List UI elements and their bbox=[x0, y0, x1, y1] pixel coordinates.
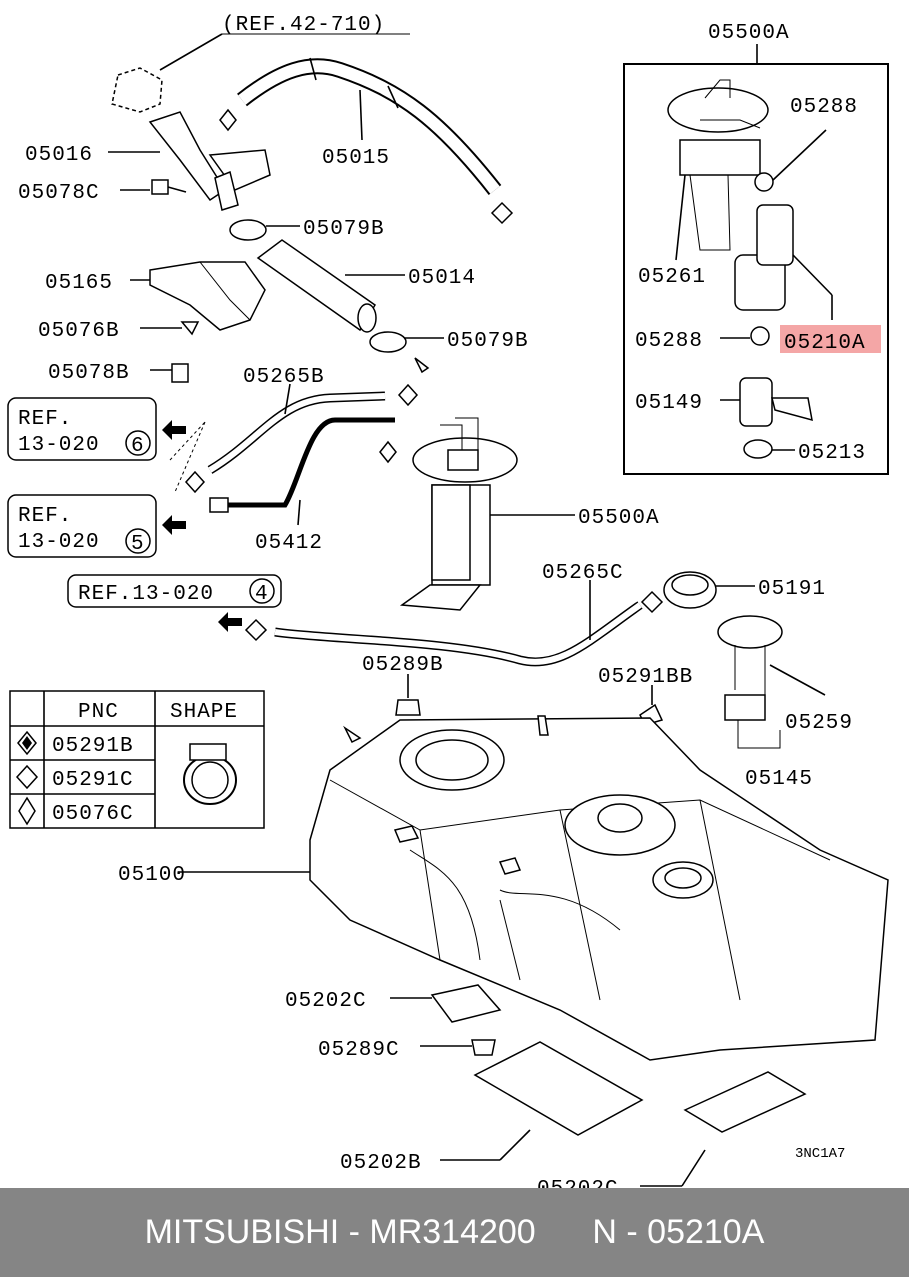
footer-ref: N - 05210A bbox=[592, 1213, 765, 1251]
part-label-05145[interactable]: 05145 bbox=[745, 768, 813, 791]
diamond-marker-icon bbox=[184, 470, 206, 494]
grommet-05289C-icon bbox=[471, 1039, 496, 1056]
ref5-line2: 13-020 bbox=[18, 531, 100, 554]
direction-arrow-icon bbox=[414, 357, 430, 374]
ref-box-4[interactable] bbox=[67, 574, 282, 608]
legend-pnc-row3: 05076C bbox=[52, 803, 134, 826]
part-label-05079B-top[interactable]: 05079B bbox=[303, 218, 385, 241]
part-label-05202B[interactable]: 05202B bbox=[340, 1152, 422, 1175]
ref5-line1: REF. bbox=[18, 505, 72, 528]
float-05145 bbox=[724, 694, 766, 721]
inset-box bbox=[623, 63, 889, 475]
footer-bar: MITSUBISHI - MR314200 N - 05210A bbox=[0, 1188, 909, 1277]
bolt-05078B-icon bbox=[171, 363, 189, 383]
part-label-05289C[interactable]: 05289C bbox=[318, 1039, 400, 1062]
fuel-hose-05412 bbox=[215, 417, 395, 508]
pad-05202B bbox=[473, 1041, 644, 1136]
fuel-cap-outline bbox=[111, 67, 163, 113]
part-label-05259[interactable]: 05259 bbox=[785, 712, 853, 735]
part-label-05213[interactable]: 05213 bbox=[798, 442, 866, 465]
pad-05202C-upper bbox=[430, 984, 502, 1023]
footer-separator: - bbox=[339, 1213, 370, 1251]
ref-box-5[interactable] bbox=[7, 494, 157, 558]
legend-header-shape: SHAPE bbox=[170, 701, 238, 724]
legend-header-pnc: PNC bbox=[78, 701, 119, 724]
ref4-text: REF.13-020 bbox=[78, 583, 214, 606]
direction-arrow-icon bbox=[343, 725, 362, 744]
o-ring-05288-lower-icon bbox=[750, 326, 770, 346]
part-label-05500A-mid[interactable]: 05500A bbox=[578, 507, 660, 530]
part-label-05078B[interactable]: 05078B bbox=[48, 362, 130, 385]
diamond-marker-icon bbox=[219, 108, 237, 132]
diamond-marker-icon bbox=[379, 440, 397, 464]
legend-table: PNC SHAPE 05291B 05291C 05076C bbox=[9, 690, 265, 829]
retainer-05213-icon bbox=[743, 439, 773, 459]
part-label-05014[interactable]: 05014 bbox=[408, 267, 476, 290]
diamond-marker-icon bbox=[397, 383, 419, 407]
part-label-05265B[interactable]: 05265B bbox=[243, 366, 325, 389]
part-label-05076B[interactable]: 05076B bbox=[38, 320, 120, 343]
ref5-num: 5 bbox=[131, 533, 145, 556]
filter-05149 bbox=[739, 377, 773, 427]
o-ring-05288-upper-icon bbox=[754, 172, 774, 192]
footer-gap bbox=[536, 1213, 593, 1252]
fuel-tank-05100 bbox=[309, 715, 889, 1061]
part-label-05289B[interactable]: 05289B bbox=[362, 654, 444, 677]
screw-05076B-icon bbox=[180, 321, 200, 336]
part-label-05202C-lower[interactable]: 05202C bbox=[537, 1178, 619, 1188]
sender-unit-05259 bbox=[717, 615, 783, 649]
part-label-05100[interactable]: 05100 bbox=[118, 864, 186, 887]
ref-42-710-label[interactable]: (REF.42-710) bbox=[222, 14, 385, 37]
hose-clamp-shape-icon bbox=[183, 743, 237, 805]
arrow-left-icon bbox=[162, 420, 186, 440]
part-label-05261[interactable]: 05261 bbox=[638, 266, 706, 289]
part-label-05165[interactable]: 05165 bbox=[45, 272, 113, 295]
filler-hose-05014 bbox=[256, 239, 377, 332]
legend-pnc-row1: 05291B bbox=[52, 735, 134, 758]
hose-clamp-05079B-icon bbox=[369, 331, 407, 353]
part-label-05500A-top[interactable]: 05500A bbox=[708, 22, 790, 45]
part-label-05210A[interactable]: 05210A bbox=[784, 332, 866, 355]
part-label-05149[interactable]: 05149 bbox=[635, 392, 703, 415]
ref6-line2: 13-020 bbox=[18, 434, 100, 457]
part-label-05016[interactable]: 05016 bbox=[25, 144, 93, 167]
footer-brand: MITSUBISHI bbox=[144, 1213, 340, 1251]
diagram-code: 3NC1A7 bbox=[795, 1146, 845, 1162]
part-label-05191[interactable]: 05191 bbox=[758, 578, 826, 601]
grommet-05289B-icon bbox=[395, 699, 421, 716]
fuel-tank-diagram: (REF.42-710) 05015 05016 05078C 05079B 0… bbox=[7, 14, 889, 1188]
part-label-05079B-bottom[interactable]: 05079B bbox=[447, 330, 529, 353]
footer-part-number: MR314200 bbox=[369, 1213, 536, 1251]
diamond-marker-icon bbox=[640, 590, 664, 614]
legend-pnc-row2: 05291C bbox=[52, 769, 134, 792]
arrow-left-icon bbox=[218, 612, 242, 632]
diamond-icon bbox=[15, 764, 39, 790]
part-label-05265C[interactable]: 05265C bbox=[542, 562, 624, 585]
diamond-marker-icon bbox=[244, 618, 268, 642]
arrow-left-icon bbox=[162, 515, 186, 535]
vapor-hose-05265C bbox=[274, 601, 643, 667]
pad-05202C-lower bbox=[683, 1071, 807, 1133]
part-label-05412[interactable]: 05412 bbox=[255, 532, 323, 555]
part-label-05015[interactable]: 05015 bbox=[322, 147, 390, 170]
hose-clamp-05079B-icon bbox=[229, 219, 267, 241]
ref6-line1: REF. bbox=[18, 408, 72, 431]
diamond-vertical-icon bbox=[18, 796, 36, 826]
part-label-05288-lower[interactable]: 05288 bbox=[635, 330, 703, 353]
part-label-05202C-upper[interactable]: 05202C bbox=[285, 990, 367, 1013]
part-label-05078C[interactable]: 05078C bbox=[18, 182, 100, 205]
part-label-05288-upper[interactable]: 05288 bbox=[790, 96, 858, 119]
ref-box-6[interactable] bbox=[7, 397, 157, 461]
ref4-num: 4 bbox=[255, 583, 269, 606]
ref6-num: 6 bbox=[131, 435, 145, 458]
diamond-marker-icon bbox=[490, 201, 514, 225]
highlight-05210A bbox=[780, 325, 881, 353]
part-label-05291BB[interactable]: 05291BB bbox=[598, 666, 693, 689]
bolt-05078C-icon bbox=[151, 179, 169, 195]
